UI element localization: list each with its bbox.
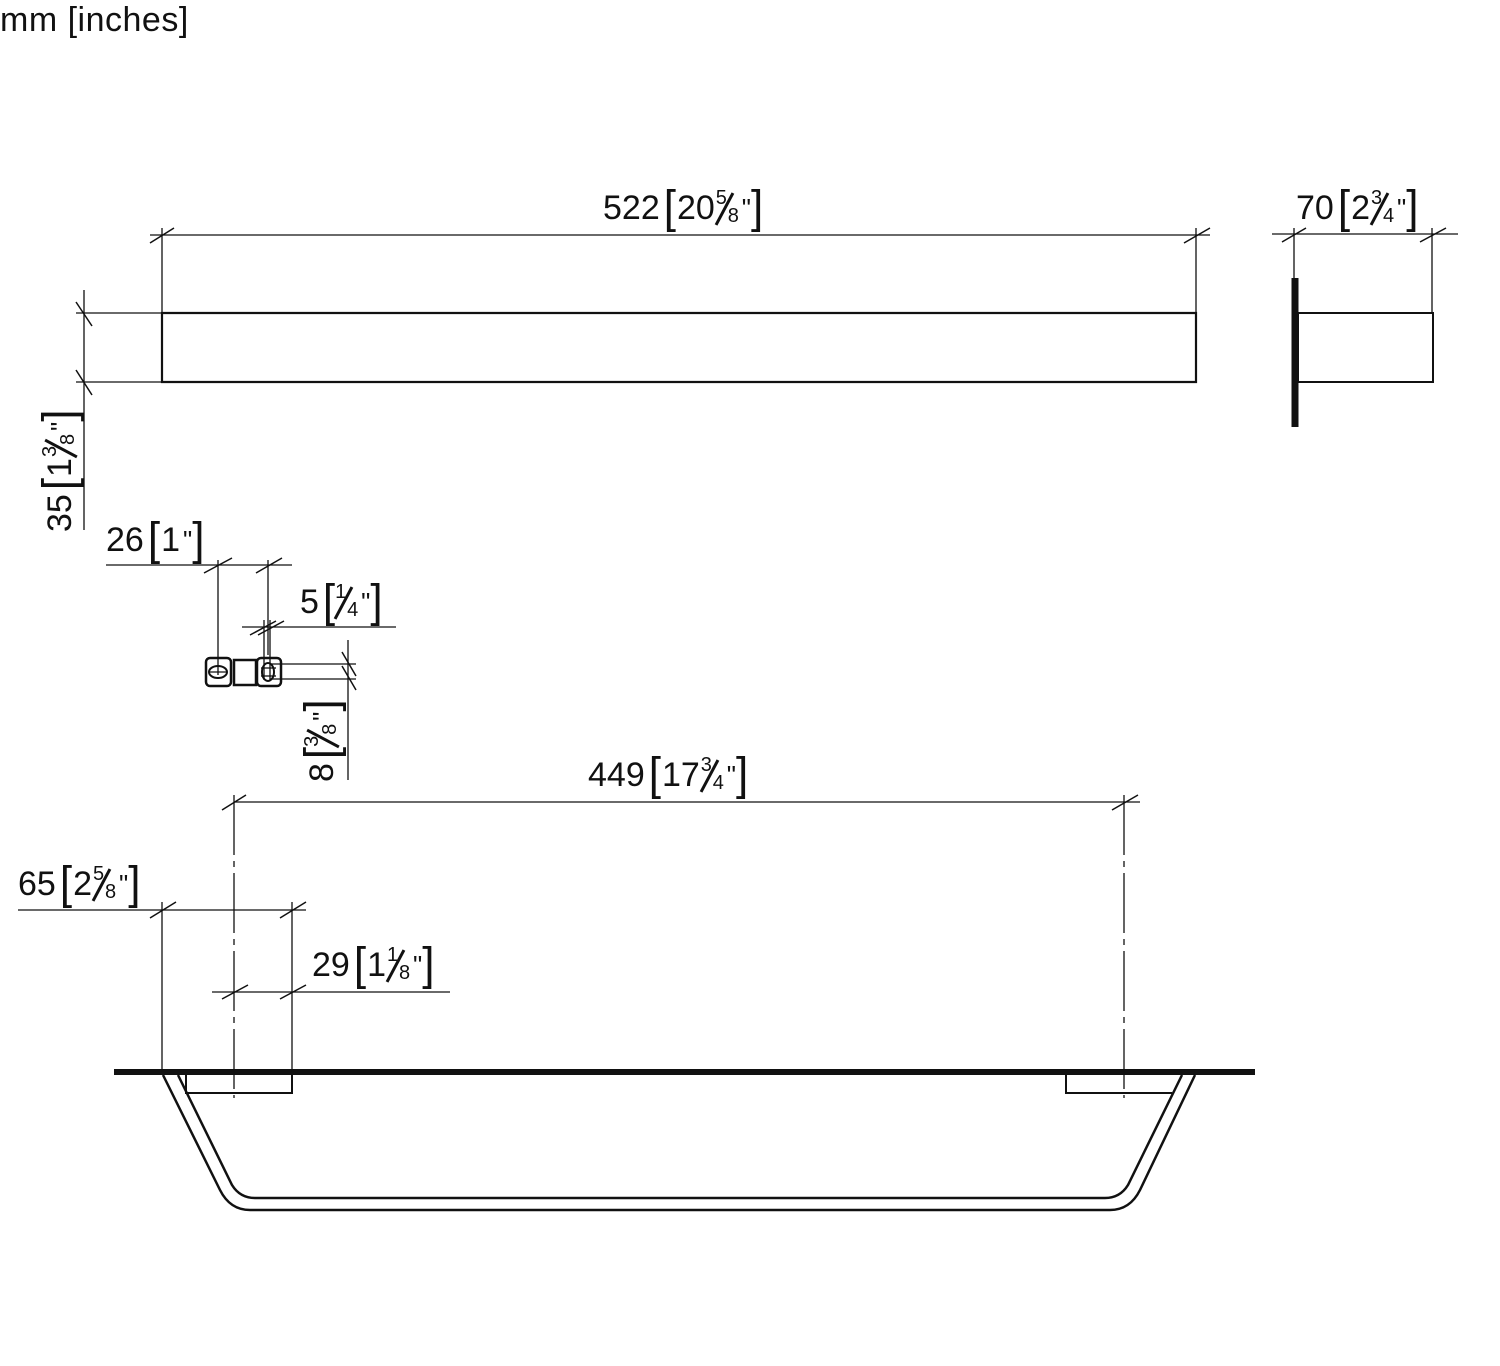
front-view	[76, 228, 1210, 530]
units-label: mm [inches]	[0, 1, 189, 39]
plan-view	[18, 795, 1255, 1210]
dim-mount-spacing: 26[1"]	[106, 513, 205, 566]
side-view	[1272, 228, 1458, 427]
mount-detail	[106, 558, 396, 780]
